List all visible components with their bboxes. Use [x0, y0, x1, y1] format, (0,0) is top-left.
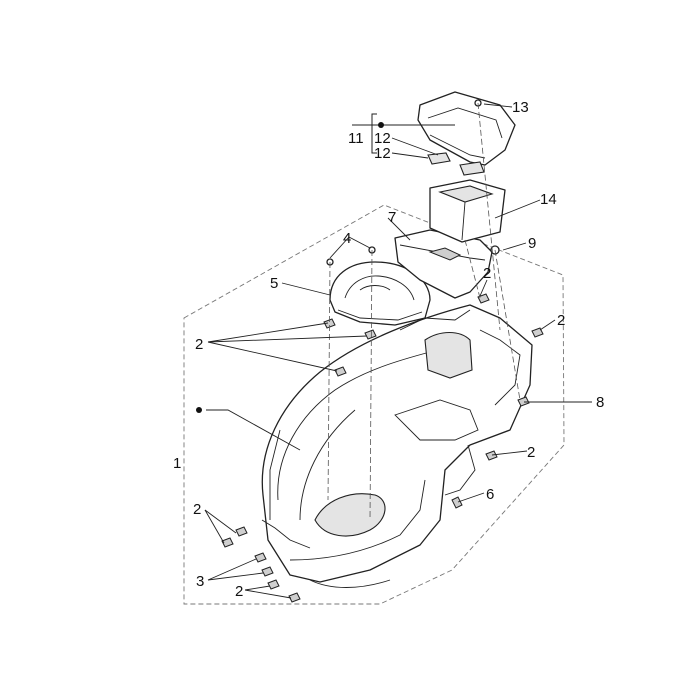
callout-2-bottom: 2: [235, 583, 243, 600]
callout-7: 7: [388, 209, 396, 226]
callout-8: 8: [596, 394, 604, 411]
callout-2-lower-left: 2: [193, 501, 201, 518]
lid-bullet: [378, 122, 384, 128]
callout-4: 4: [343, 230, 351, 247]
callout-13: 13: [512, 99, 529, 116]
callout-12-upper: 12: [374, 130, 391, 147]
callout-2-right: 2: [557, 312, 565, 329]
callout-1: 1: [173, 455, 181, 472]
callout-12-lower: 12: [374, 145, 391, 162]
alignment-lines: [327, 102, 521, 521]
battery-lid: [417, 91, 516, 166]
callout-11-bracket: [371, 113, 377, 154]
callout-9: 9: [528, 235, 536, 252]
fasteners: [221, 99, 544, 603]
callout-3: 3: [196, 573, 204, 590]
assembly-bullet: [196, 407, 202, 413]
callout-6: 6: [486, 486, 494, 503]
callout-2-upper: 2: [483, 265, 491, 282]
assembly-frame: [183, 204, 565, 605]
rubber-pads: [427, 152, 485, 176]
callout-5: 5: [270, 275, 278, 292]
dome-cover: [329, 261, 431, 326]
callout-14: 14: [540, 191, 557, 208]
callout-2-lower-right: 2: [527, 444, 535, 461]
callout-11: 11: [348, 130, 364, 147]
leader-lines: [204, 103, 592, 599]
callout-2-left: 2: [195, 336, 203, 353]
battery-box: [429, 179, 506, 243]
helmet-compartment: [261, 304, 533, 588]
